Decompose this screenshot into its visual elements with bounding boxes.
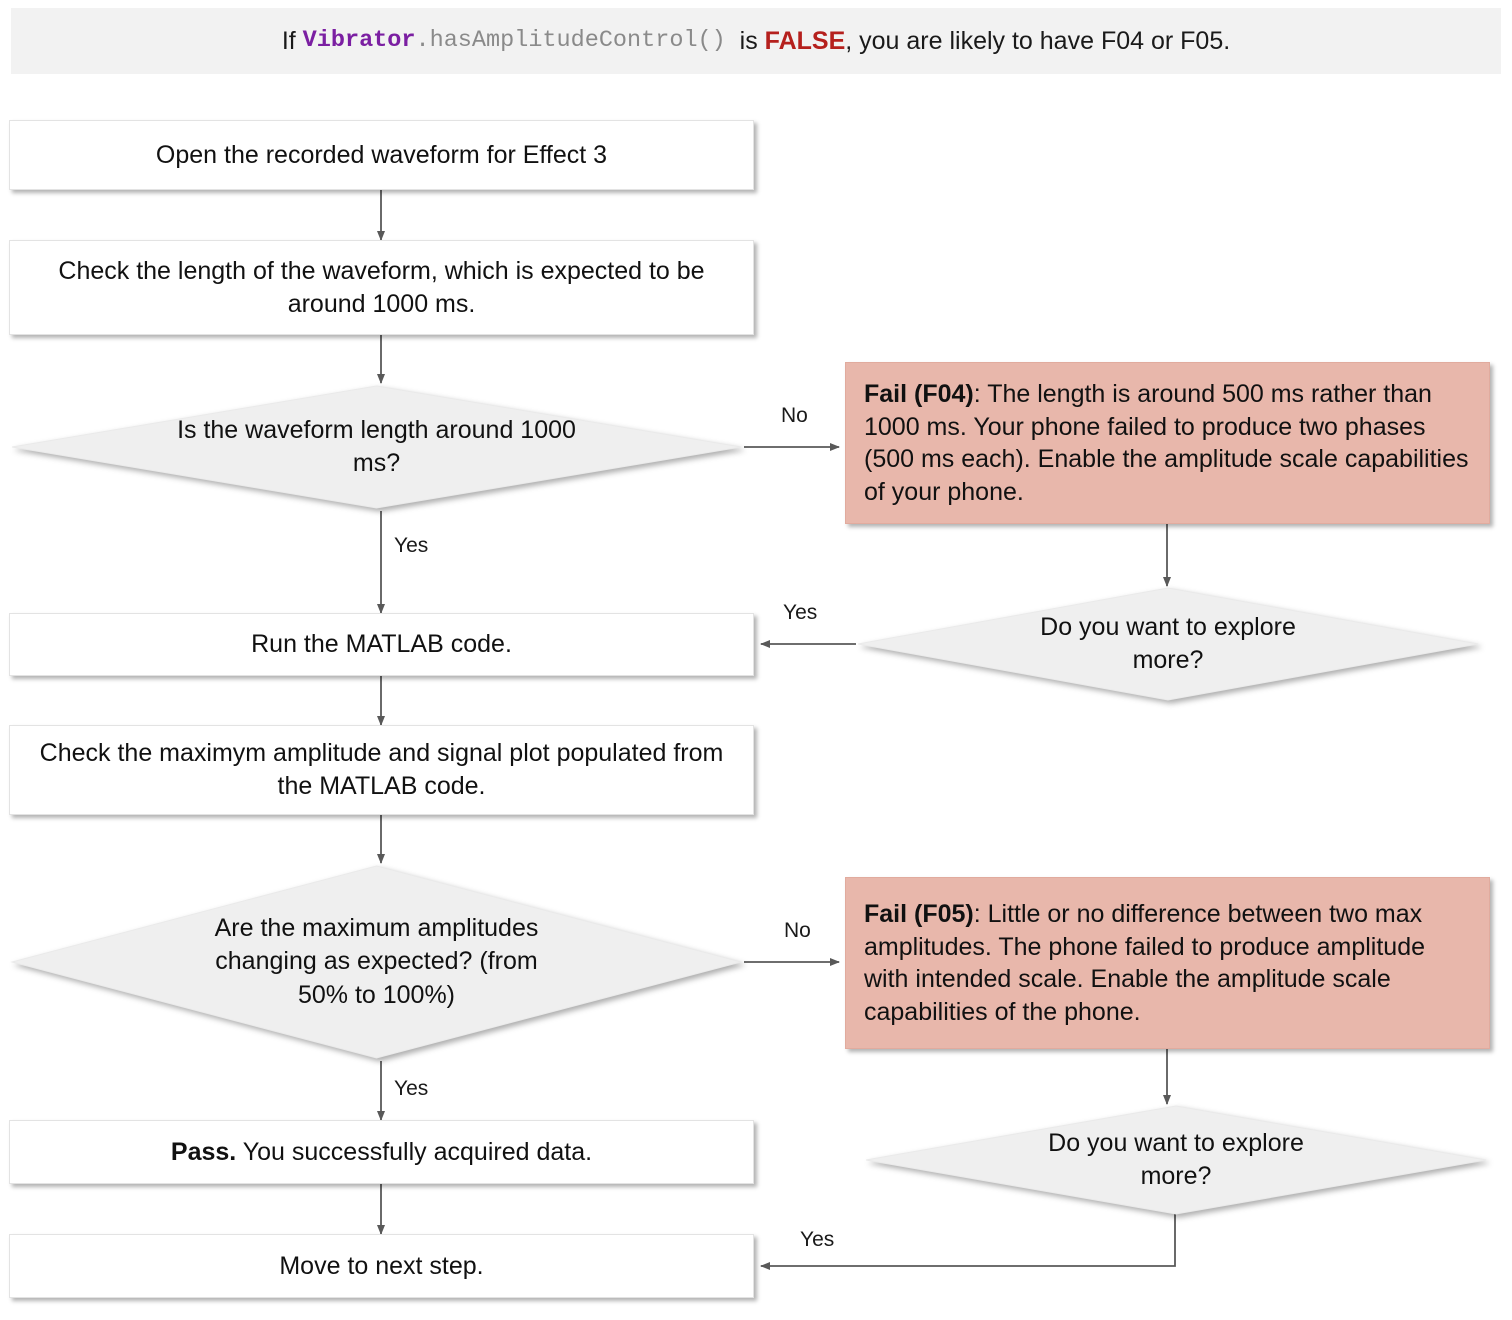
node-explore-more-2[interactable]: Do you want to explore more? (864, 1104, 1488, 1216)
node-run-matlab[interactable]: Run the MATLAB code. (9, 613, 754, 676)
edge-label-yes-explore-2: Yes (800, 1228, 835, 1251)
banner-middle: is (725, 27, 765, 55)
explore-more-1-shape (857, 587, 1479, 701)
edge-label-yes-explore-1: Yes (783, 601, 818, 624)
node-pass-bold: Pass. (170, 1137, 237, 1166)
node-fail-f04-bold: Fail (F04) (864, 380, 974, 408)
node-fail-f04-text: : The length is around 500 ms rather tha… (864, 380, 1469, 506)
decision-waveform-length-shape (11, 385, 742, 509)
explore-more-2-shape (865, 1105, 1487, 1215)
node-fail-f05-bold: Fail (F05) (864, 900, 974, 928)
edge-label-yes-2: Yes (394, 1077, 429, 1100)
node-open-waveform-label: Open the recorded waveform for Effect 3 (155, 140, 608, 169)
node-run-matlab-label: Run the MATLAB code. (251, 630, 512, 658)
node-check-amplitude-label: Check the maximym amplitude and signal p… (39, 739, 724, 800)
node-check-length[interactable]: Check the length of the waveform, which … (9, 240, 754, 335)
node-fail-f04[interactable]: Fail (F04): The length is around 500 ms … (845, 362, 1490, 524)
node-open-waveform[interactable]: Open the recorded waveform for Effect 3 (9, 120, 754, 190)
node-pass[interactable]: Pass. You successfully acquired data. (9, 1120, 754, 1184)
decision-amplitudes-shape (10, 865, 743, 1059)
node-fail-f05-label: Fail (F05): Little or no difference betw… (864, 898, 1473, 1028)
node-fail-f05[interactable]: Fail (F05): Little or no difference betw… (845, 877, 1490, 1049)
banner-method-name: .hasAmplitudeControl() (415, 26, 726, 54)
node-pass-text: You successfully acquired data. (236, 1137, 593, 1166)
node-decision-waveform-length[interactable]: Is the waveform length around 1000 ms? (9, 383, 744, 511)
node-explore-more-1[interactable]: Do you want to explore more? (856, 586, 1480, 702)
banner-prefix: If (281, 27, 303, 55)
banner-false-token: FALSE (764, 27, 846, 55)
node-decision-amplitudes[interactable]: Are the maximum amplitudes changing as e… (9, 863, 744, 1061)
node-pass-label: Pass. You successfully acquired data. (171, 1136, 592, 1169)
node-move-next-label: Move to next step. (279, 1251, 484, 1280)
edge-label-no-2: No (784, 919, 811, 942)
edge-label-no-1: No (781, 404, 808, 427)
header-banner: If Vibrator.hasAmplitudeControl() is FAL… (11, 8, 1501, 74)
node-check-length-label: Check the length of the waveform, which … (58, 256, 705, 318)
node-move-next[interactable]: Move to next step. (9, 1234, 754, 1298)
node-fail-f05-text: : Little or no difference between two ma… (864, 900, 1426, 1026)
banner-suffix: , you are likely to have F04 or F05. (845, 27, 1231, 55)
node-check-amplitude[interactable]: Check the maximym amplitude and signal p… (9, 725, 754, 815)
edge-label-yes-1: Yes (394, 534, 429, 557)
banner-class-name: Vibrator (302, 26, 416, 54)
node-fail-f04-label: Fail (F04): The length is around 500 ms … (864, 378, 1473, 508)
